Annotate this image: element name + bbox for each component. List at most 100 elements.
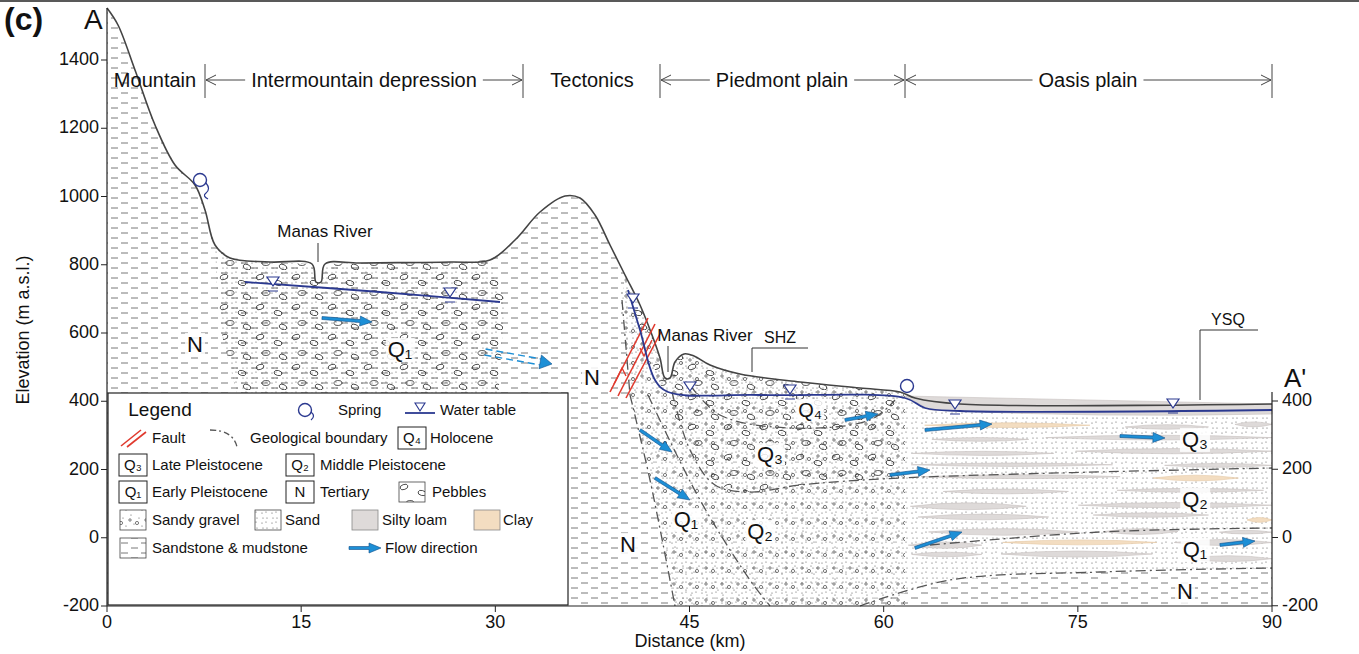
stratum-label: Q₁ [386, 338, 415, 362]
unit-symbol-box [119, 481, 147, 503]
flow-arrow [484, 355, 539, 365]
unit-symbol-box [398, 427, 426, 449]
legend-label: Flow direction [385, 540, 478, 557]
legend-label: Holocene [430, 430, 493, 447]
ground-surface [107, 8, 1272, 406]
section-end-label: A [84, 5, 103, 36]
town-label: YSQ [1211, 311, 1245, 329]
fault-arrow [614, 368, 626, 384]
intermountain-pebbles [215, 245, 505, 405]
zone-arrowhead [894, 75, 904, 85]
water-table-marker [1168, 413, 1178, 414]
flow-arrow [845, 411, 878, 421]
water-table-marker [949, 400, 961, 409]
water-table-marker [267, 277, 279, 286]
axis-title: Elevation (m a.s.l.) [14, 255, 34, 404]
water-table-marker [445, 302, 455, 303]
geological-boundary [648, 395, 770, 606]
y-tick [101, 60, 107, 61]
right-axis [1271, 392, 1272, 606]
zone-arrowhead [1261, 75, 1271, 85]
tick-label: 800 [69, 255, 99, 275]
legend-label: Middle Pleistocene [320, 457, 446, 474]
legend-title: Legend [128, 400, 191, 421]
flow-arrow [890, 467, 930, 477]
flow-arrow [1120, 432, 1165, 442]
piedmont-gravel [622, 275, 905, 606]
water-table-marker [444, 288, 456, 297]
legend-swatch [352, 510, 378, 530]
clay-lens [1153, 475, 1238, 481]
x-tick [1077, 606, 1078, 612]
tick-label: 200 [1282, 459, 1312, 479]
clay-lens [1247, 518, 1272, 523]
zone-label: Intermountain depression [251, 69, 477, 91]
water-table-marker [628, 308, 638, 309]
section-end-label: A' [1284, 364, 1306, 393]
stratum-label: Q₃ [755, 443, 785, 467]
panel-letter: (c) [4, 2, 43, 37]
quaternary-sand [622, 275, 1272, 606]
tick-label: 45 [679, 613, 699, 633]
y-tick [101, 264, 107, 265]
x-tick [301, 606, 302, 612]
geological-boundary [210, 430, 237, 447]
axes [0, 1, 1359, 612]
silty-loam-lens [1235, 422, 1272, 427]
leader-line [752, 348, 753, 372]
legend-label: Early Pleistocene [152, 484, 268, 501]
flow-arrow [925, 420, 992, 431]
zone-divider [523, 64, 524, 98]
leader-line [318, 243, 319, 262]
silty-loam-lens [1076, 449, 1272, 454]
y-tick [1272, 401, 1278, 402]
town-label: SHZ [764, 329, 796, 347]
unit-symbol-box [286, 481, 314, 503]
zone-label: Piedmont plain [716, 69, 848, 91]
zone-arrowhead [661, 75, 671, 85]
tick-label: -200 [1282, 596, 1318, 616]
x-tick [883, 606, 884, 612]
y-tick [101, 469, 107, 470]
zone-arrow [906, 80, 1033, 81]
legend-label: Water table [440, 402, 516, 419]
water-table-marker [1167, 399, 1179, 408]
legend-label: Late Pleistocene [152, 457, 263, 474]
pattern-swatch [255, 510, 281, 530]
zone-arrow [1143, 80, 1271, 81]
water-table-marker [627, 294, 639, 303]
zone-arrow [483, 80, 522, 81]
leader-line [752, 348, 808, 349]
fault [610, 318, 661, 398]
geology [107, 8, 1272, 606]
legend-label: Pebbles [432, 484, 486, 501]
legend-label: Fault [152, 430, 185, 447]
flow-arrow [486, 349, 541, 359]
stratum-label: Q₂ [1180, 488, 1210, 512]
flow-arrow [654, 477, 690, 500]
tick-label: 1400 [59, 50, 99, 70]
stratum-label: N [582, 366, 602, 390]
silty-loam-lens [910, 503, 1026, 510]
silty-loam-lens [1078, 503, 1272, 508]
y-tick [1272, 605, 1278, 606]
zone-label: Mountain [114, 69, 196, 91]
fault-line [610, 318, 648, 392]
silty-loam-lens [918, 514, 1049, 520]
legend-symbol: Q₄ [403, 430, 421, 447]
legend-symbol: Q₃ [124, 457, 142, 474]
zone-divider [1272, 64, 1273, 98]
tick-label: 1200 [59, 118, 99, 138]
stratum-label: N [618, 533, 638, 557]
water-table-line [405, 412, 435, 414]
legend-label: Spring [338, 402, 381, 419]
legend-symbol: N [295, 484, 306, 501]
tick-label: 400 [1282, 391, 1312, 411]
pattern-swatch [120, 538, 146, 558]
river-label: Manas River [277, 223, 372, 242]
spring-symbol [204, 183, 208, 199]
water-table-marker [950, 414, 960, 415]
silty-loam-lens [1165, 463, 1272, 467]
silty-loam-lens [932, 438, 1029, 442]
intermountain-deposit [215, 245, 505, 405]
